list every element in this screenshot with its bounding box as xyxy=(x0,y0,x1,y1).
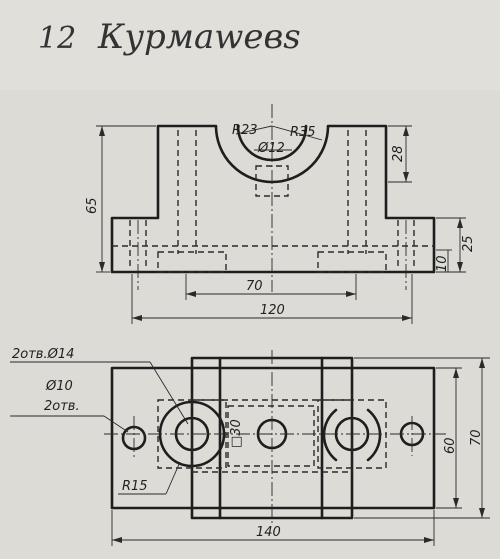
problem-number: 12 xyxy=(38,21,76,56)
dim-r35: R35 xyxy=(290,125,316,140)
dim-h70: 70 xyxy=(469,429,484,446)
dim-h28: 28 xyxy=(391,145,406,162)
student-name: Курмаwевs xyxy=(97,17,301,57)
dim-h60: 60 xyxy=(443,437,458,454)
dim-w120: 120 xyxy=(260,303,285,318)
base-outline xyxy=(110,366,436,510)
dim-r23: R23 xyxy=(232,123,258,138)
top-view: 2отв.Ø14 Ø10 2отв. R15 □30 60 70 140 xyxy=(10,347,490,546)
dim-sq30: □30 xyxy=(229,419,244,448)
dim-holes14: 2отв.Ø14 xyxy=(12,347,74,362)
dim-holes: 2отв. xyxy=(44,399,80,414)
dim-d12: Ø12 xyxy=(257,141,285,156)
dim-d10: Ø10 xyxy=(45,379,73,394)
dim-h65: 65 xyxy=(85,197,100,214)
front-outline xyxy=(110,124,436,274)
dim-h10: 10 xyxy=(435,255,450,272)
dim-h25: 25 xyxy=(461,235,476,252)
dim-w70: 70 xyxy=(246,279,263,294)
front-view: R23 R35 Ø12 28 65 25 10 70 120 xyxy=(85,104,476,324)
dim-w140: 140 xyxy=(256,525,281,540)
dim-r15: R15 xyxy=(122,479,148,494)
